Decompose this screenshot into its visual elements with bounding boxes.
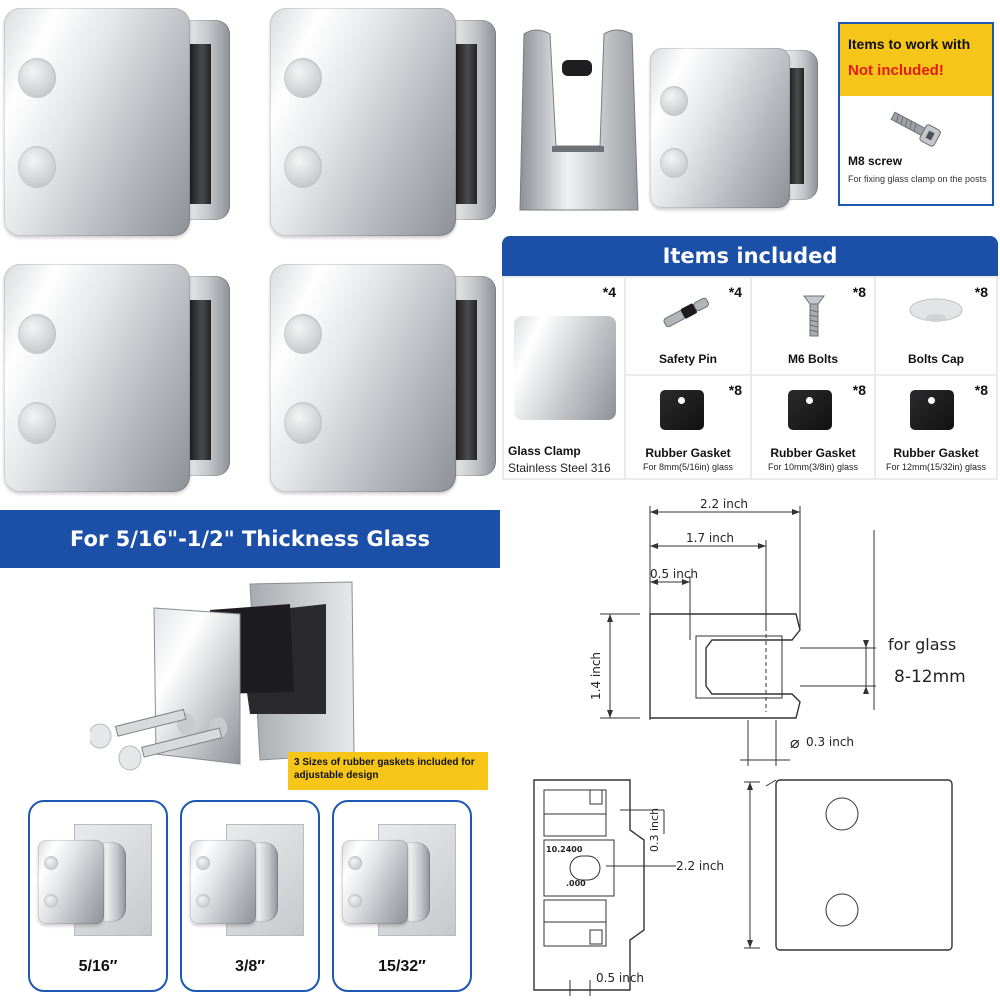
item-rubber-gasket-8mm: *8 Rubber Gasket For 8mm(5/16in) glass [626,376,750,478]
diameter-symbol-icon: ⌀ [790,733,800,752]
item-m6-bolts: *8 M6 Bolts [752,278,874,374]
glass-range: 8-12mm [894,667,966,687]
glass-clamp-qty: *4 [602,284,616,300]
glass-clamp-label: Glass Clamp [508,444,581,458]
slot-text-bottom: .000 [566,879,586,888]
size-option-3-8: 3/8″ [180,800,320,992]
size-label-5-16: 5/16″ [78,958,118,975]
m8-screw-icon [890,111,941,147]
gasket-8mm-desc: For 8mm(5/16in) glass [642,462,734,472]
dim-bottom-offset: 0.5 inch [596,971,644,985]
glass-clamp-side-view [519,29,639,211]
m6-bolt-icon [803,295,825,337]
bolts-cap-qty: *8 [974,284,988,300]
glass-clamp-material: Stainless Steel 316 [508,461,611,475]
m6-bolts-qty: *8 [852,284,866,300]
thickness-banner-text: For 5/16"-1/2" Thickness Glass [70,527,430,551]
size-label-15-32: 15/32″ [378,958,426,975]
gasket-8mm-qty: *8 [728,382,742,398]
glass-clamp-image-3 [4,262,232,494]
safety-pin-qty: *4 [728,284,742,300]
item-bolts-cap: *8 Bolts Cap [876,278,996,374]
dim-slot-offset: 0.3 inch [648,808,661,852]
gasket-12mm-qty: *8 [974,382,988,398]
items-included-banner: Items included [502,236,998,276]
glass-label: for glass [888,635,956,654]
glass-clamp-image-small [650,40,820,210]
gasket-10mm-label: Rubber Gasket [770,446,856,460]
size-label-3-8: 3/8″ [235,958,265,975]
technical-drawing: 2.2 inch 1.7 inch 0.5 inch 1.4 inch for … [533,497,966,996]
dim-height: 1.4 inch [589,652,603,700]
bolts-cap-label: Bolts Cap [907,352,964,366]
dim-inner-width: 1.7 inch [686,531,734,545]
clamp-thumbnail [190,836,280,928]
clamp-thumbnail [342,836,432,928]
item-glass-clamp: *4 Glass Clamp Stainless Steel 316 [504,278,624,478]
gasket-12mm-desc: For 12mm(15/32in) glass [885,462,987,472]
gasket-note: 3 Sizes of rubber gaskets included for a… [288,752,488,790]
gasket-10mm-desc: For 10mm(3/8in) glass [767,462,859,472]
items-included-grid: *4 Glass Clamp Stainless Steel 316 *4 Sa… [502,276,998,480]
clamp-thumbnail [38,836,128,928]
rubber-gasket-icon [660,390,704,430]
item-safety-pin: *4 Safety Pin [626,278,750,374]
glass-clamp-thumb [514,316,616,420]
item-rubber-gasket-10mm: *8 Rubber Gasket For 10mm(3/8in) glass [752,376,874,478]
work-box-title: Items to work with [848,36,971,52]
rubber-gasket-icon [910,390,954,430]
item-rubber-gasket-12mm: *8 Rubber Gasket For 12mm(15/32in) glass [876,376,996,478]
gasket-8mm-label: Rubber Gasket [645,446,731,460]
glass-clamp-image-2 [270,6,498,238]
glass-clamp-image-1 [4,6,232,238]
safety-pin-icon [663,297,709,328]
dim-slot-width: 2.2 inch [676,859,724,873]
slot-text-top: 10.2400 [546,845,583,854]
gasket-10mm-qty: *8 [852,382,866,398]
glass-clamp-image-4 [270,262,498,494]
thickness-banner: For 5/16"-1/2" Thickness Glass [0,510,500,568]
dim-small-width: 0.5 inch [650,567,698,581]
m6-bolts-label: M6 Bolts [787,352,838,366]
size-option-5-16: 5/16″ [28,800,168,992]
safety-pin-label: Safety Pin [658,352,718,366]
size-option-15-32: 15/32″ [332,800,472,992]
dim-total-width: 2.2 inch [700,497,748,511]
rubber-gasket-icon [788,390,832,430]
exploded-assembly-illustration [90,581,355,771]
dim-pin-diameter: 0.3 inch [806,735,854,749]
gasket-12mm-label: Rubber Gasket [893,446,979,460]
bolt-cap-icon [909,298,963,322]
work-box-header: Items to work with Not included! [840,24,992,96]
m8-screw-description: For fixing glass clamp on the posts [848,174,987,184]
not-included-label: Not included! [848,62,944,79]
items-included-title: Items included [662,244,838,268]
m8-screw-label: M8 screw [848,154,903,168]
items-to-work-with-box: Items to work with Not included! M8 scre… [838,22,994,206]
